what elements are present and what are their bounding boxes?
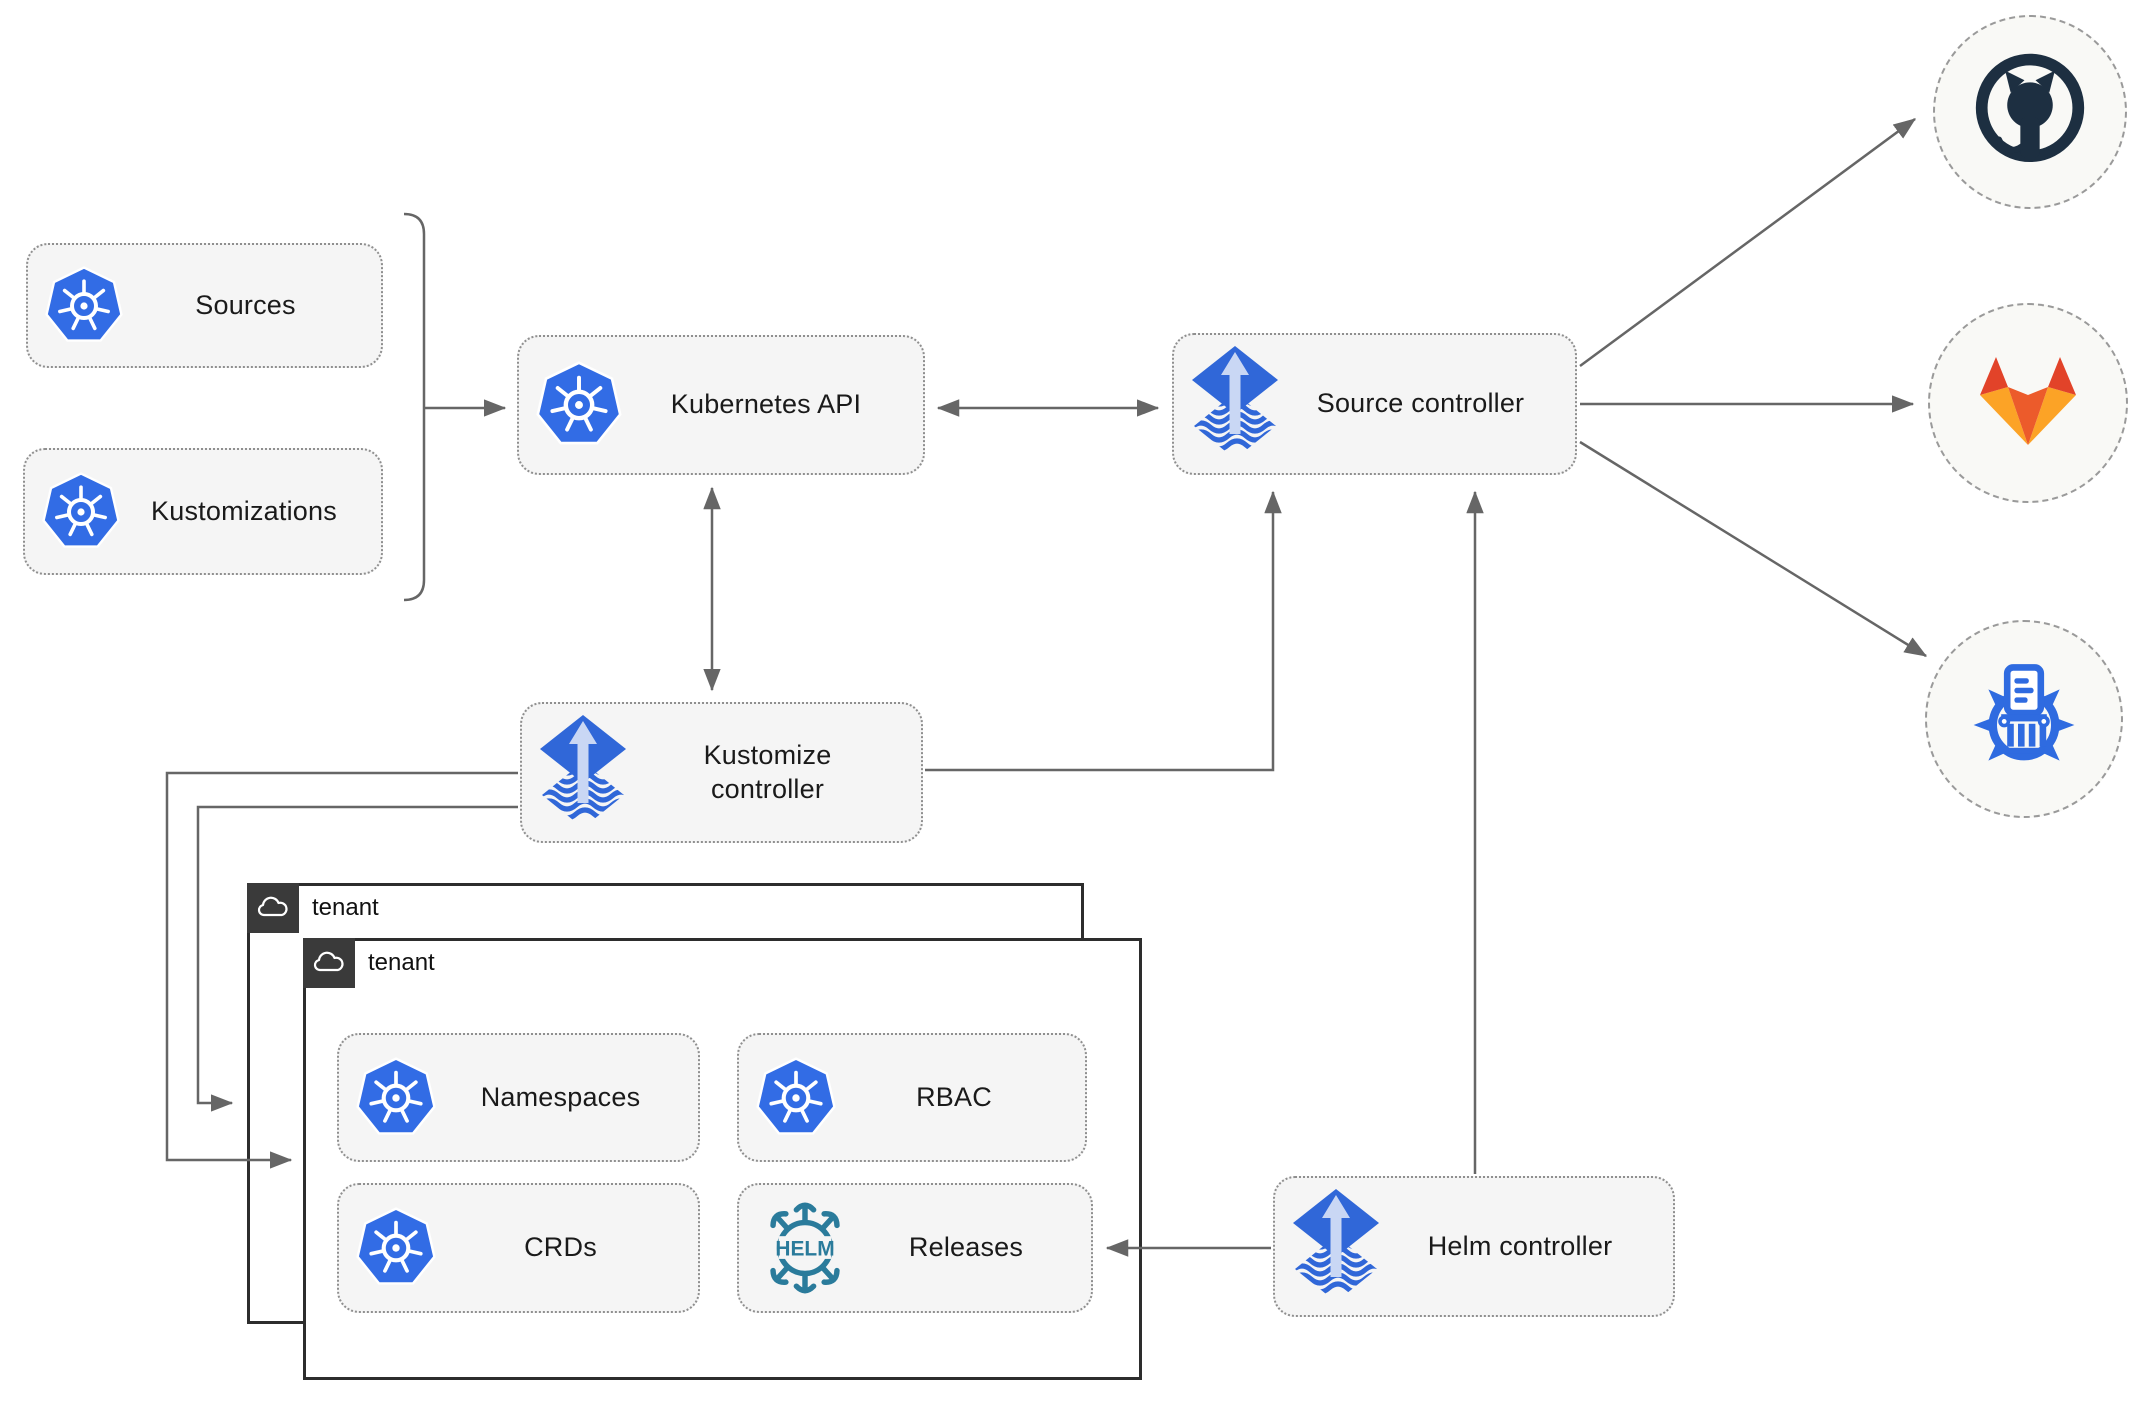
- kubernetes-icon: [41, 471, 121, 552]
- arrow-source-to-helm-repository: [1579, 440, 1928, 658]
- helm-icon: HELM: [755, 1198, 855, 1298]
- kubernetes-icon: [755, 1057, 837, 1139]
- endpoint-github: [1933, 15, 2127, 209]
- node-label: CRDs: [524, 1232, 597, 1263]
- endpoint-gitlab: [1928, 303, 2128, 503]
- cloud-icon: [257, 896, 288, 917]
- flux-icon: [1291, 1186, 1381, 1308]
- node-label: Kubernetes API: [670, 389, 862, 420]
- node-source-controller: Source controller: [1172, 333, 1577, 475]
- node-label: Kustomizations: [151, 495, 337, 526]
- node-label: Source controller: [1316, 388, 1525, 419]
- node-rbac: RBAC: [737, 1033, 1087, 1162]
- node-releases: HELM Releases: [737, 1183, 1093, 1313]
- node-kustomizations: Kustomizations: [23, 448, 383, 575]
- kubernetes-icon: [44, 265, 124, 346]
- node-label: Helm controller: [1427, 1230, 1613, 1261]
- bracket-sources-group: [403, 212, 426, 602]
- node-sources: Sources: [26, 243, 383, 368]
- node-label: Releases: [908, 1232, 1024, 1263]
- arrow-kustomize-to-source-controller: [925, 490, 1282, 772]
- endpoint-helm-repository: [1925, 620, 2123, 818]
- gitlab-icon: [1980, 357, 2076, 445]
- tenant-badge: [303, 938, 355, 988]
- kubernetes-icon: [355, 1057, 437, 1139]
- github-icon: [1961, 43, 2099, 181]
- node-label: Kustomize controller: [703, 739, 832, 804]
- cloud-icon: [313, 951, 344, 972]
- node-label: Namespaces: [480, 1081, 641, 1112]
- tenant-label: tenant: [312, 894, 379, 921]
- node-helm-controller: Helm controller: [1273, 1176, 1675, 1317]
- node-kustomize-controller: Kustomize controller: [520, 702, 923, 843]
- arrow-source-to-github: [1579, 117, 1917, 368]
- helm-repository-icon: [1958, 653, 2090, 785]
- node-kubernetes-api: Kubernetes API: [517, 335, 925, 475]
- kubernetes-icon: [355, 1207, 437, 1289]
- node-crds: CRDs: [337, 1183, 700, 1313]
- node-label: Sources: [195, 289, 296, 320]
- tenant-label: tenant: [368, 949, 435, 976]
- flux-icon: [1190, 343, 1280, 465]
- tenant-badge: [247, 883, 299, 933]
- node-label: RBAC: [916, 1081, 992, 1112]
- flux-icon: [538, 712, 628, 834]
- node-namespaces: Namespaces: [337, 1033, 700, 1162]
- kubernetes-icon: [535, 361, 623, 449]
- helm-logo-text: HELM: [775, 1237, 834, 1260]
